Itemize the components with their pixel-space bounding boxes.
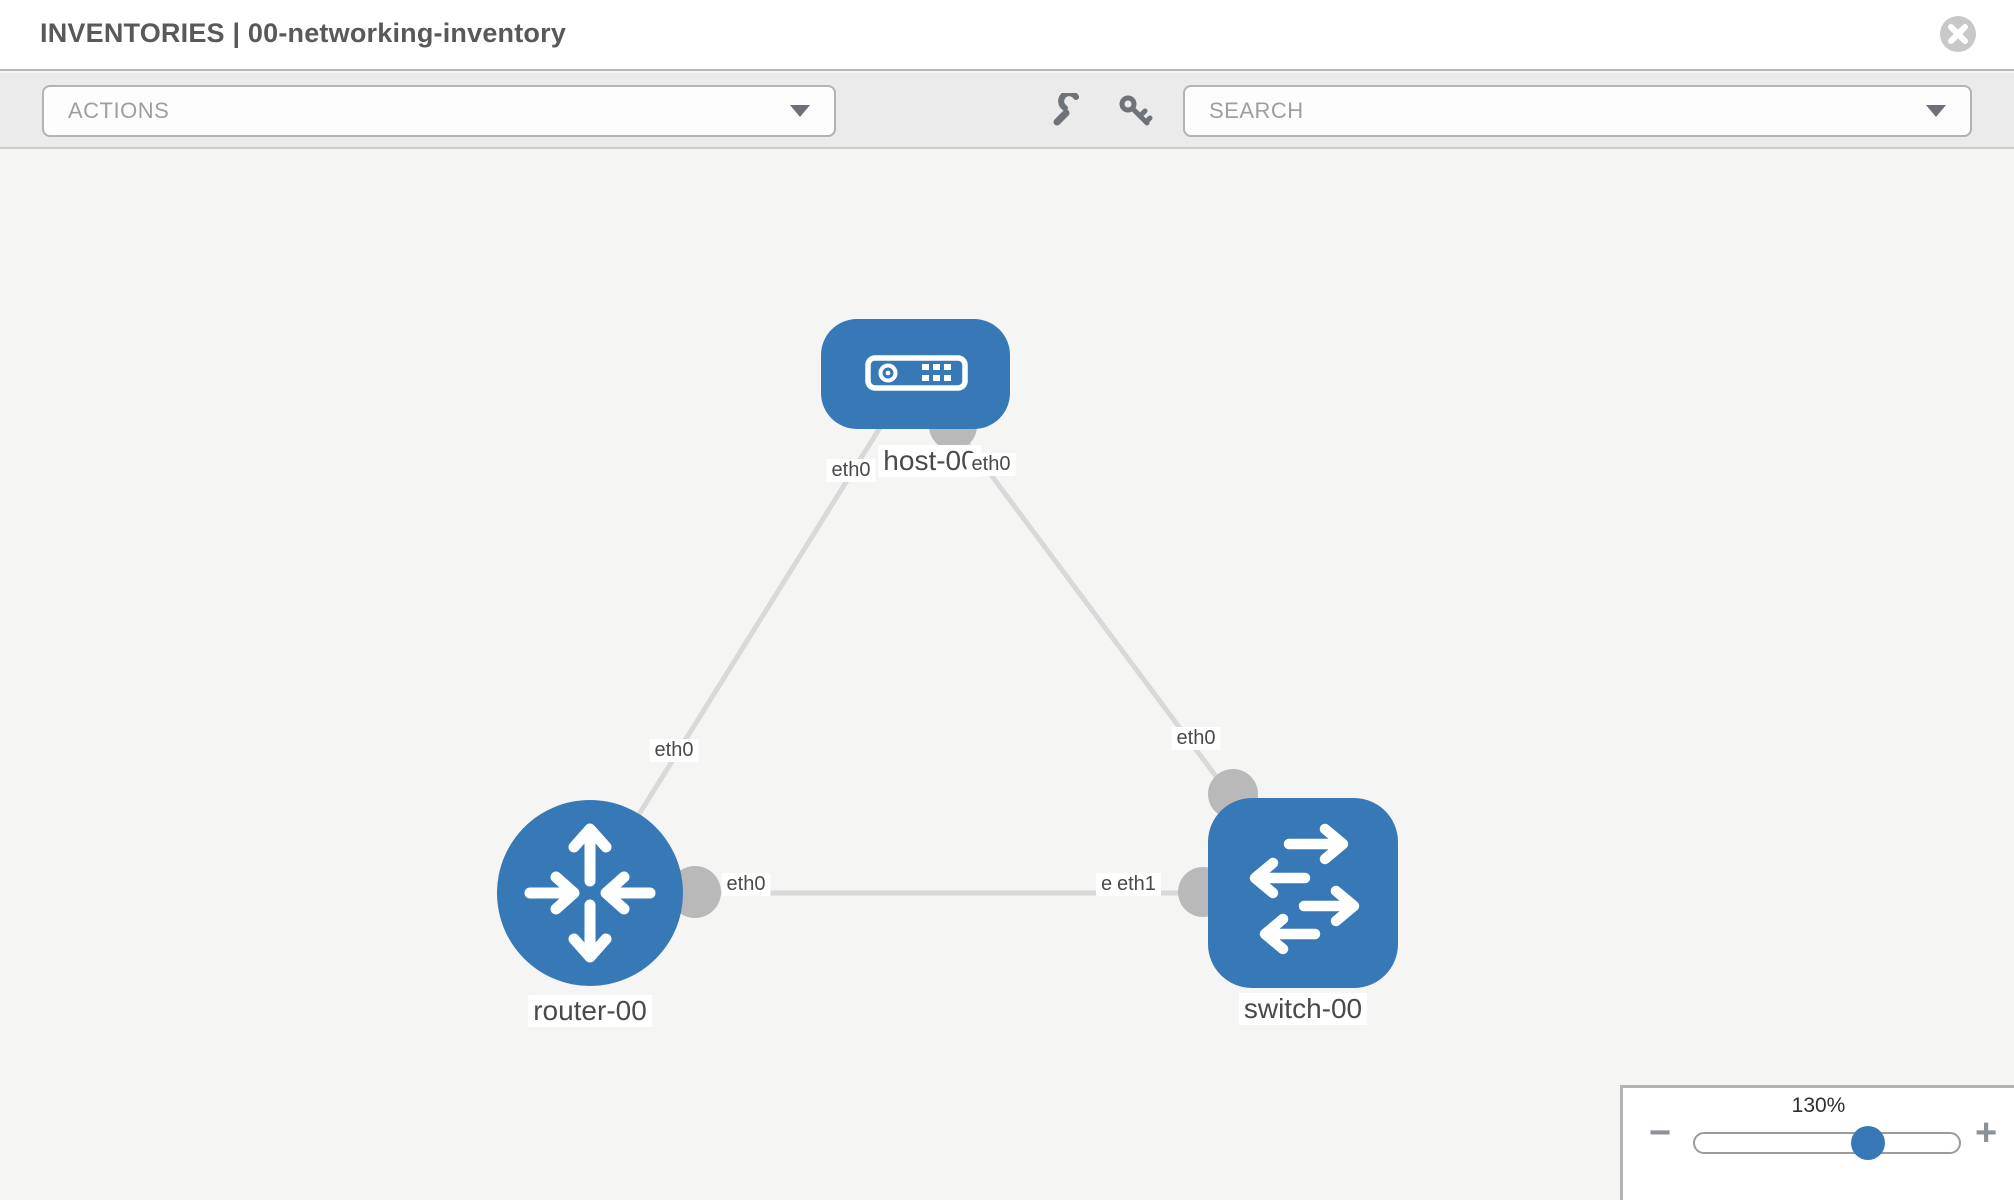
zoom-slider[interactable] <box>1693 1126 1961 1160</box>
chevron-down-icon <box>790 105 810 117</box>
interface-label-host-eth0-right: eth0 <box>966 453 1016 476</box>
router-icon <box>524 823 656 963</box>
node-router[interactable] <box>497 800 683 986</box>
zoom-panel: 130% − + <box>1620 1085 2014 1200</box>
interface-label-switch-eth1: eth1 <box>1112 873 1161 896</box>
page-header: INVENTORIES | 00-networking-inventory <box>0 0 2014 71</box>
key-button[interactable] <box>1117 93 1153 129</box>
search-dropdown[interactable]: SEARCH <box>1183 85 1972 137</box>
close-icon <box>1940 16 1976 52</box>
page-title: INVENTORIES | 00-networking-inventory <box>40 18 567 48</box>
chevron-down-icon <box>1926 105 1946 117</box>
interface-label-router-link-eth0: eth0 <box>649 739 699 762</box>
zoom-in-button[interactable]: + <box>1975 1112 1998 1154</box>
interface-label-router-eth0: eth0 <box>721 873 771 896</box>
key-icon <box>1119 95 1153 126</box>
switch-icon <box>1249 823 1360 955</box>
actions-dropdown-label: ACTIONS <box>68 98 170 123</box>
node-label-host: host-00 <box>878 445 982 478</box>
close-button[interactable] <box>1938 14 1978 54</box>
node-host[interactable] <box>821 319 1010 429</box>
interface-label-host-eth0-left: eth0 <box>826 459 876 482</box>
node-switch[interactable] <box>1208 798 1398 988</box>
zoom-out-button[interactable]: − <box>1649 1112 1672 1154</box>
zoom-slider-thumb[interactable] <box>1851 1126 1885 1160</box>
wrench-button[interactable] <box>1049 90 1085 129</box>
wrench-icon <box>1053 90 1079 126</box>
toolbar: ACTIONS SEARCH <box>0 73 2014 149</box>
zoom-level: 130% <box>1791 1094 1846 1117</box>
interface-label-switch-top-eth0: eth0 <box>1171 727 1221 750</box>
node-label-switch: switch-00 <box>1238 993 1368 1026</box>
search-dropdown-label: SEARCH <box>1209 98 1304 123</box>
host-icon <box>865 355 968 391</box>
topology-canvas[interactable]: host-00 router-00 switch-00 eth0 eth0 et… <box>0 151 2014 1200</box>
actions-dropdown[interactable]: ACTIONS <box>42 85 836 137</box>
node-label-router: router-00 <box>528 995 652 1028</box>
